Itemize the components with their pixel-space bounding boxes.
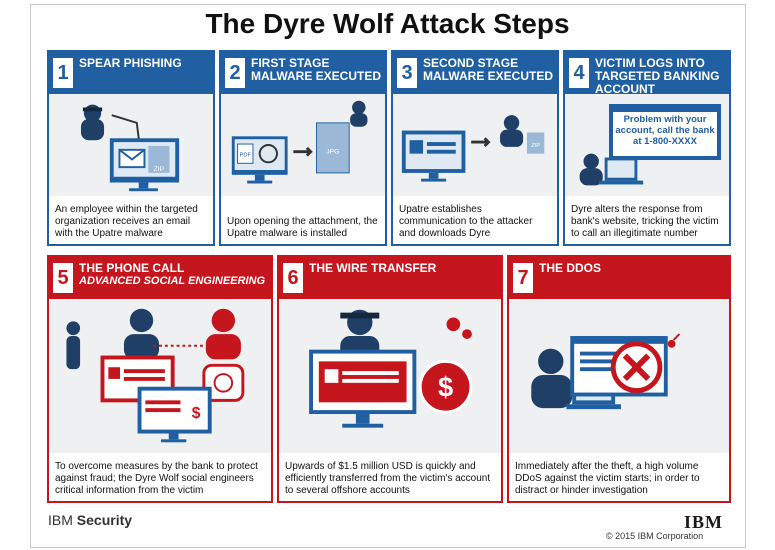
- monitor-icon: [401, 130, 466, 182]
- step-description-1: An employee within the targeted organiza…: [55, 204, 198, 239]
- step-title-3: SECOND STAGE MALWARE EXECUTED: [423, 56, 554, 83]
- transfer-arrow-icon: [471, 137, 491, 147]
- step-title-6: THE WIRE TRANSFER: [309, 261, 437, 275]
- hacker-icon: [500, 115, 524, 147]
- brand-wordmark: IBM Security: [48, 512, 133, 528]
- monitor-icon: [231, 136, 288, 184]
- step-description-7: Immediately after the theft, a high volu…: [515, 461, 700, 496]
- jpg-file-icon: JPG: [315, 122, 350, 174]
- email-icon: [118, 148, 146, 169]
- step-illustration-6: $: [279, 299, 501, 453]
- user-icon: [579, 153, 603, 186]
- step-title-7: THE DDOS: [539, 261, 602, 275]
- step-description-2: Upon opening the attachment, the Upatre …: [227, 216, 378, 239]
- step-illustration-7: [509, 299, 729, 453]
- step-illustration-1: ZIP: [49, 94, 213, 196]
- fake-bank-message: Problem with your account, call the bank…: [613, 112, 717, 156]
- step-description-4: Dyre alters the response from bank's web…: [571, 204, 719, 239]
- step-panel-6: 6 THE WIRE TRANSFER $ Upwards of $1.5 mi…: [277, 255, 503, 503]
- step-illustration-3: ZIP: [393, 94, 557, 196]
- laptop-icon: [598, 157, 644, 185]
- phone-icon: [202, 363, 245, 402]
- step-panel-3: 3 SECOND STAGE MALWARE EXECUTED ZIP Upat…: [391, 50, 559, 246]
- step-number-7: 7: [513, 263, 533, 293]
- step-header-4: 4 VICTIM LOGS INTO TARGETED BANKING ACCO…: [565, 52, 729, 96]
- step-number-5: 5: [53, 263, 73, 293]
- step-panel-2: 2 FIRST STAGE MALWARE EXECUTED PDF JPG U…: [219, 50, 387, 246]
- step-title-2: FIRST STAGE MALWARE EXECUTED: [251, 56, 382, 83]
- step-panel-7: 7 THE DDOS Immediately after the theft, …: [507, 255, 731, 503]
- step-header-2: 2 FIRST STAGE MALWARE EXECUTED: [221, 52, 385, 94]
- step-number-3: 3: [397, 58, 417, 88]
- step-description-6: Upwards of $1.5 million USD is quickly a…: [285, 461, 491, 496]
- zip-tag: ZIP: [154, 166, 165, 173]
- step-description-3: Upatre establishes communication to the …: [399, 204, 533, 239]
- biohazard-icon: [258, 144, 278, 164]
- monitor-icon: $: [137, 386, 212, 443]
- page-title: The Dyre Wolf Attack Steps: [205, 8, 570, 39]
- step-header-7: 7 THE DDOS: [509, 257, 729, 299]
- step-title-4: VICTIM LOGS INTO TARGETED BANKING ACCOUN…: [595, 56, 720, 96]
- step-header-1: 1 SPEAR PHISHING: [49, 52, 213, 94]
- step-header-3: 3 SECOND STAGE MALWARE EXECUTED: [393, 52, 557, 94]
- zip-file-icon: ZIP: [526, 132, 545, 154]
- user-icon: [531, 348, 573, 409]
- transfer-arrow-icon: [293, 146, 313, 157]
- step-illustration-5: $: [49, 299, 271, 453]
- step-panel-1: 1 SPEAR PHISHING ZIP An employee within …: [47, 50, 215, 246]
- step-description-5: To overcome measures by the bank to prot…: [55, 461, 258, 496]
- copyright-text: © 2015 IBM Corporation: [606, 531, 704, 541]
- zip-tag-3: ZIP: [531, 143, 540, 149]
- x-mark-icon: [610, 341, 663, 394]
- step-panel-4: 4 VICTIM LOGS INTO TARGETED BANKING ACCO…: [563, 50, 731, 246]
- ibm-logo: IBM: [684, 512, 723, 532]
- step-number-6: 6: [283, 263, 303, 293]
- jpg-tag: JPG: [326, 149, 339, 156]
- coins-icon: [446, 317, 472, 339]
- bomb-icon: [667, 333, 681, 348]
- pdf-file-icon: PDF: [237, 143, 254, 164]
- step-number-2: 2: [225, 58, 245, 88]
- step-subtitle-5: ADVANCED SOCIAL ENGINEERING: [79, 275, 266, 287]
- zip-file-icon: ZIP: [148, 145, 170, 173]
- step-header-6: 6 THE WIRE TRANSFER: [279, 257, 501, 299]
- pdf-tag: PDF: [239, 153, 251, 159]
- infographic-frame: [30, 4, 746, 548]
- operator-icon: [205, 308, 241, 360]
- step-illustration-4: Problem with your account, call the bank…: [565, 94, 729, 196]
- step-number-4: 4: [569, 58, 589, 88]
- step-title-1: SPEAR PHISHING: [79, 56, 182, 70]
- user-icon: [66, 321, 81, 370]
- monitor-icon: [309, 349, 417, 428]
- browser-window-icon: Problem with your account, call the bank…: [609, 104, 721, 160]
- dollar-coin-icon: [418, 359, 473, 414]
- step-illustration-2: PDF JPG: [221, 94, 385, 196]
- user-icon: [123, 308, 160, 360]
- hacker-icon: [80, 104, 105, 141]
- dollar-icon: $: [438, 371, 453, 402]
- hacker-icon: [350, 100, 368, 127]
- dollar-icon: $: [192, 405, 201, 422]
- step-number-1: 1: [53, 58, 73, 88]
